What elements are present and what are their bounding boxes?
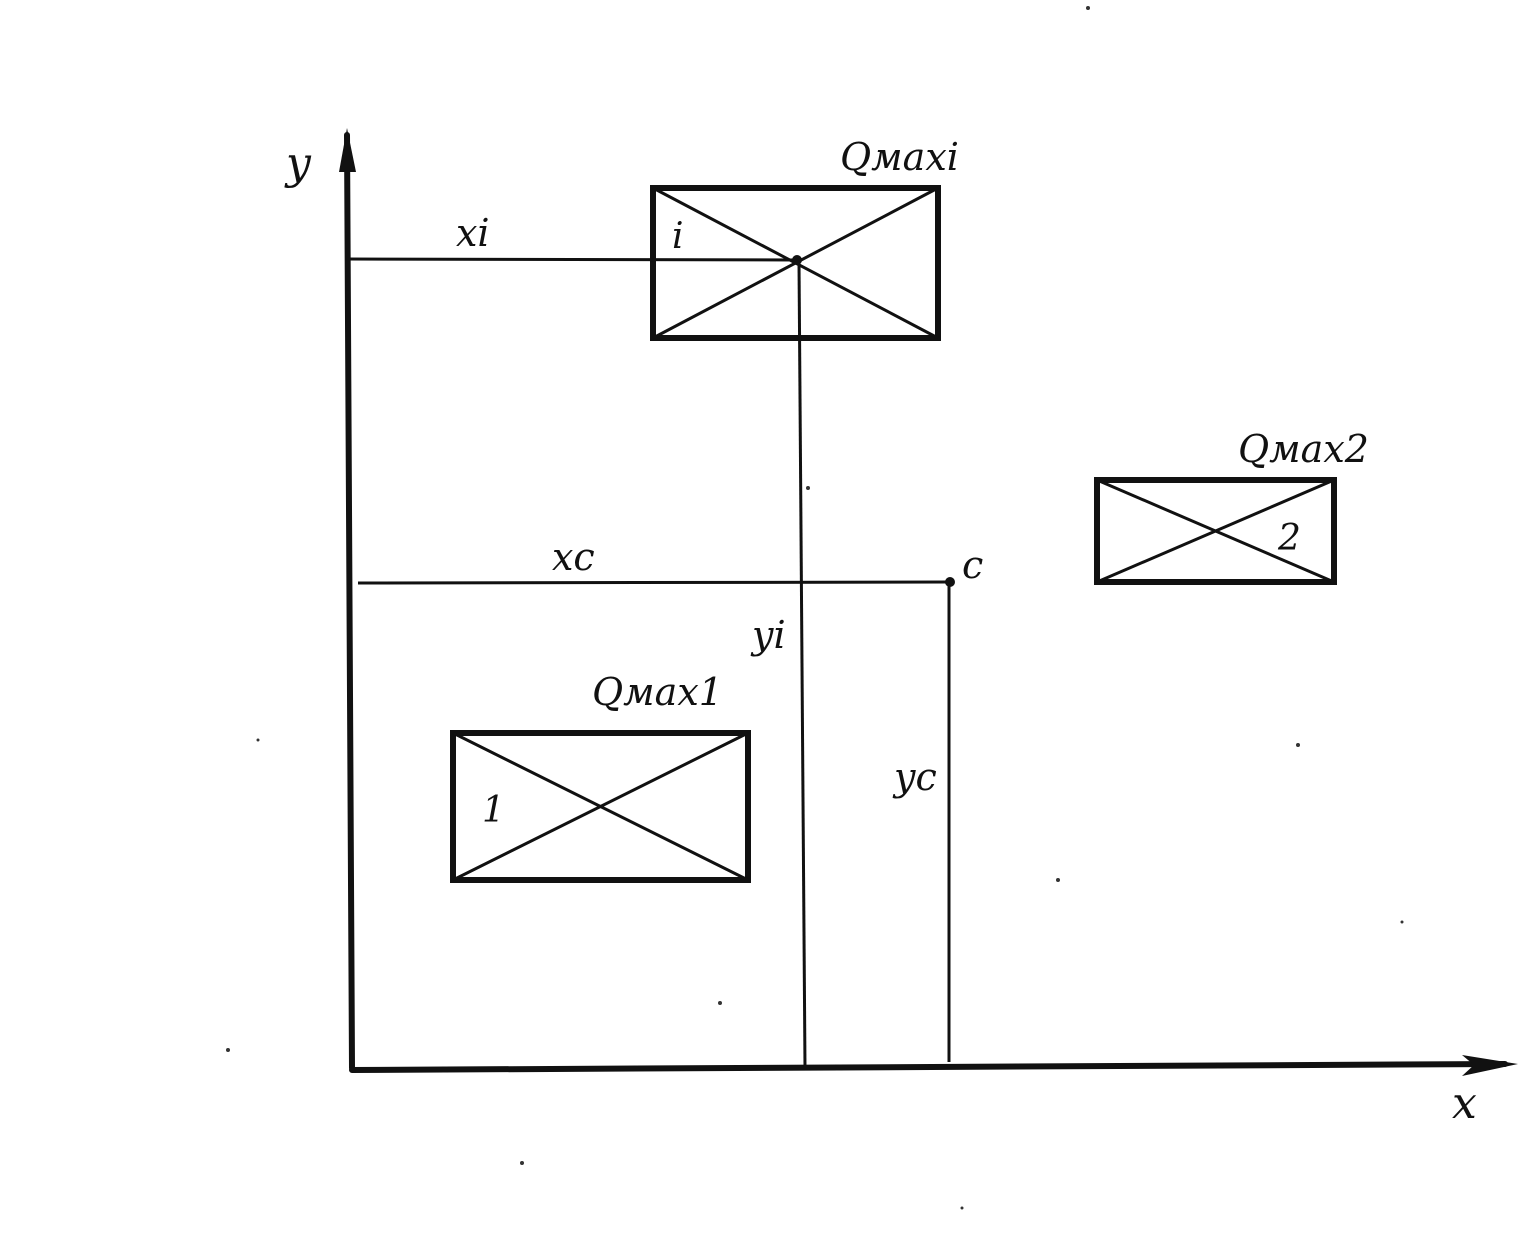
xi-dimension-line [346,255,802,265]
yi-dimension-line [797,261,807,1069]
center-point-c [945,577,955,587]
rectangle-2-load-label: Qмах2 [1238,427,1369,471]
yc-label: yc [892,755,937,799]
rectangle-2-number: 2 [1277,518,1301,559]
rectangle-1-load-label: Qмах1 [592,670,723,714]
x-axis-arrowhead [1462,1055,1518,1076]
rectangle-1: 1 [450,730,751,883]
xc-label: xc [552,535,595,579]
center-point-c-label: c [962,543,983,587]
rectangle-1-number: 1 [482,790,505,831]
yi-label: yi [750,613,786,657]
y-axis-arrowhead [339,128,356,172]
xc-dimension-line [357,580,951,585]
rectangle-2: 2 [1094,477,1337,585]
rectangle-i-number: i [672,216,684,257]
y-axis-label: y [284,138,312,189]
x-axis-label: x [1452,1078,1477,1129]
y-axis [339,128,356,1071]
rectangle-i-load-label: Qмахi [840,135,959,179]
x-axis [349,1055,1518,1076]
paper-specks [226,6,1404,1210]
xi-label: xi [456,211,490,255]
